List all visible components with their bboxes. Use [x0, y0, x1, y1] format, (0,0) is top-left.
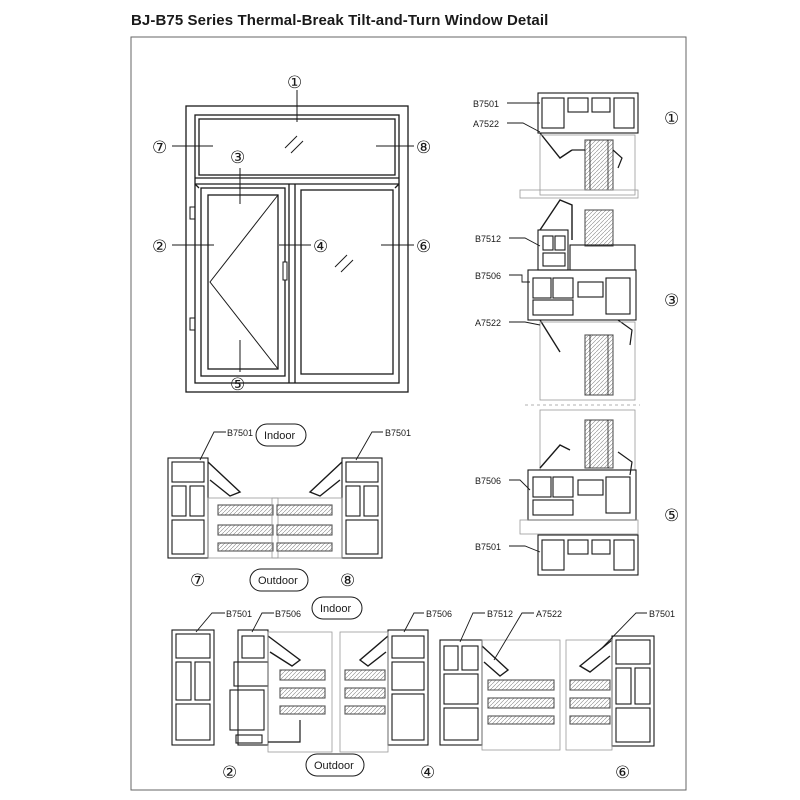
vertical-section [507, 92, 640, 576]
section-number-5: ⑤ [664, 506, 679, 525]
elevation-number-4: ④ [313, 237, 328, 256]
label-b7501-top: B7501 [473, 99, 499, 109]
elevation-number-7: ⑦ [152, 138, 167, 157]
label-a7522-mid: A7522 [475, 318, 501, 328]
label-b7506-bottom: B7506 [475, 476, 501, 486]
section-2-4-6 [171, 596, 655, 777]
window-elevation [172, 90, 414, 393]
section-7-8 [167, 423, 383, 592]
label-a7522-top: A7522 [473, 119, 499, 129]
section-number-4: ④ [420, 763, 435, 782]
section-number-1: ① [664, 109, 679, 128]
label-b7501-78-left: B7501 [227, 428, 253, 438]
label-b7501-s2: B7501 [226, 609, 252, 619]
elevation-number-6: ⑥ [416, 237, 431, 256]
outdoor-label-78: Outdoor [258, 575, 298, 587]
section-number-3: ③ [664, 291, 679, 310]
section-number-2: ② [222, 763, 237, 782]
label-b7501-s6: B7501 [649, 609, 675, 619]
elevation-position-numbers: ① ⑦ ⑧ ③ ② ④ ⑥ ⑤ [152, 73, 431, 394]
label-b7506-s2: B7506 [275, 609, 301, 619]
elevation-number-5: ⑤ [230, 375, 245, 394]
label-b7512: B7512 [475, 234, 501, 244]
elevation-number-3: ③ [230, 148, 245, 167]
section-number-7: ⑦ [190, 571, 205, 590]
indoor-label-246: Indoor [320, 603, 352, 615]
label-b7506-mid: B7506 [475, 271, 501, 281]
section-number-6: ⑥ [615, 763, 630, 782]
elevation-number-1: ① [287, 73, 302, 92]
label-b7512-s4: B7512 [487, 609, 513, 619]
indoor-label-78: Indoor [264, 430, 296, 442]
outdoor-label-246: Outdoor [314, 760, 354, 772]
label-a7522-s4: A7522 [536, 609, 562, 619]
elevation-number-8: ⑧ [416, 138, 431, 157]
elevation-number-2: ② [152, 237, 167, 256]
vertical-section-labels: B7501 A7522 B7512 B7506 A7522 B7506 B750… [473, 99, 679, 552]
section-7-8-labels: B7501 B7501 Indoor Outdoor ⑦ ⑧ [190, 428, 411, 590]
section-number-8: ⑧ [340, 571, 355, 590]
drawing-border [130, 36, 687, 791]
page-title: BJ-B75 Series Thermal-Break Tilt-and-Tur… [131, 12, 549, 29]
label-b7506-s4: B7506 [426, 609, 452, 619]
label-b7501-bottom: B7501 [475, 542, 501, 552]
section-2-4-6-labels: B7501 B7506 B7506 B7512 A7522 B7501 Indo… [222, 603, 675, 782]
label-b7501-78-right: B7501 [385, 428, 411, 438]
